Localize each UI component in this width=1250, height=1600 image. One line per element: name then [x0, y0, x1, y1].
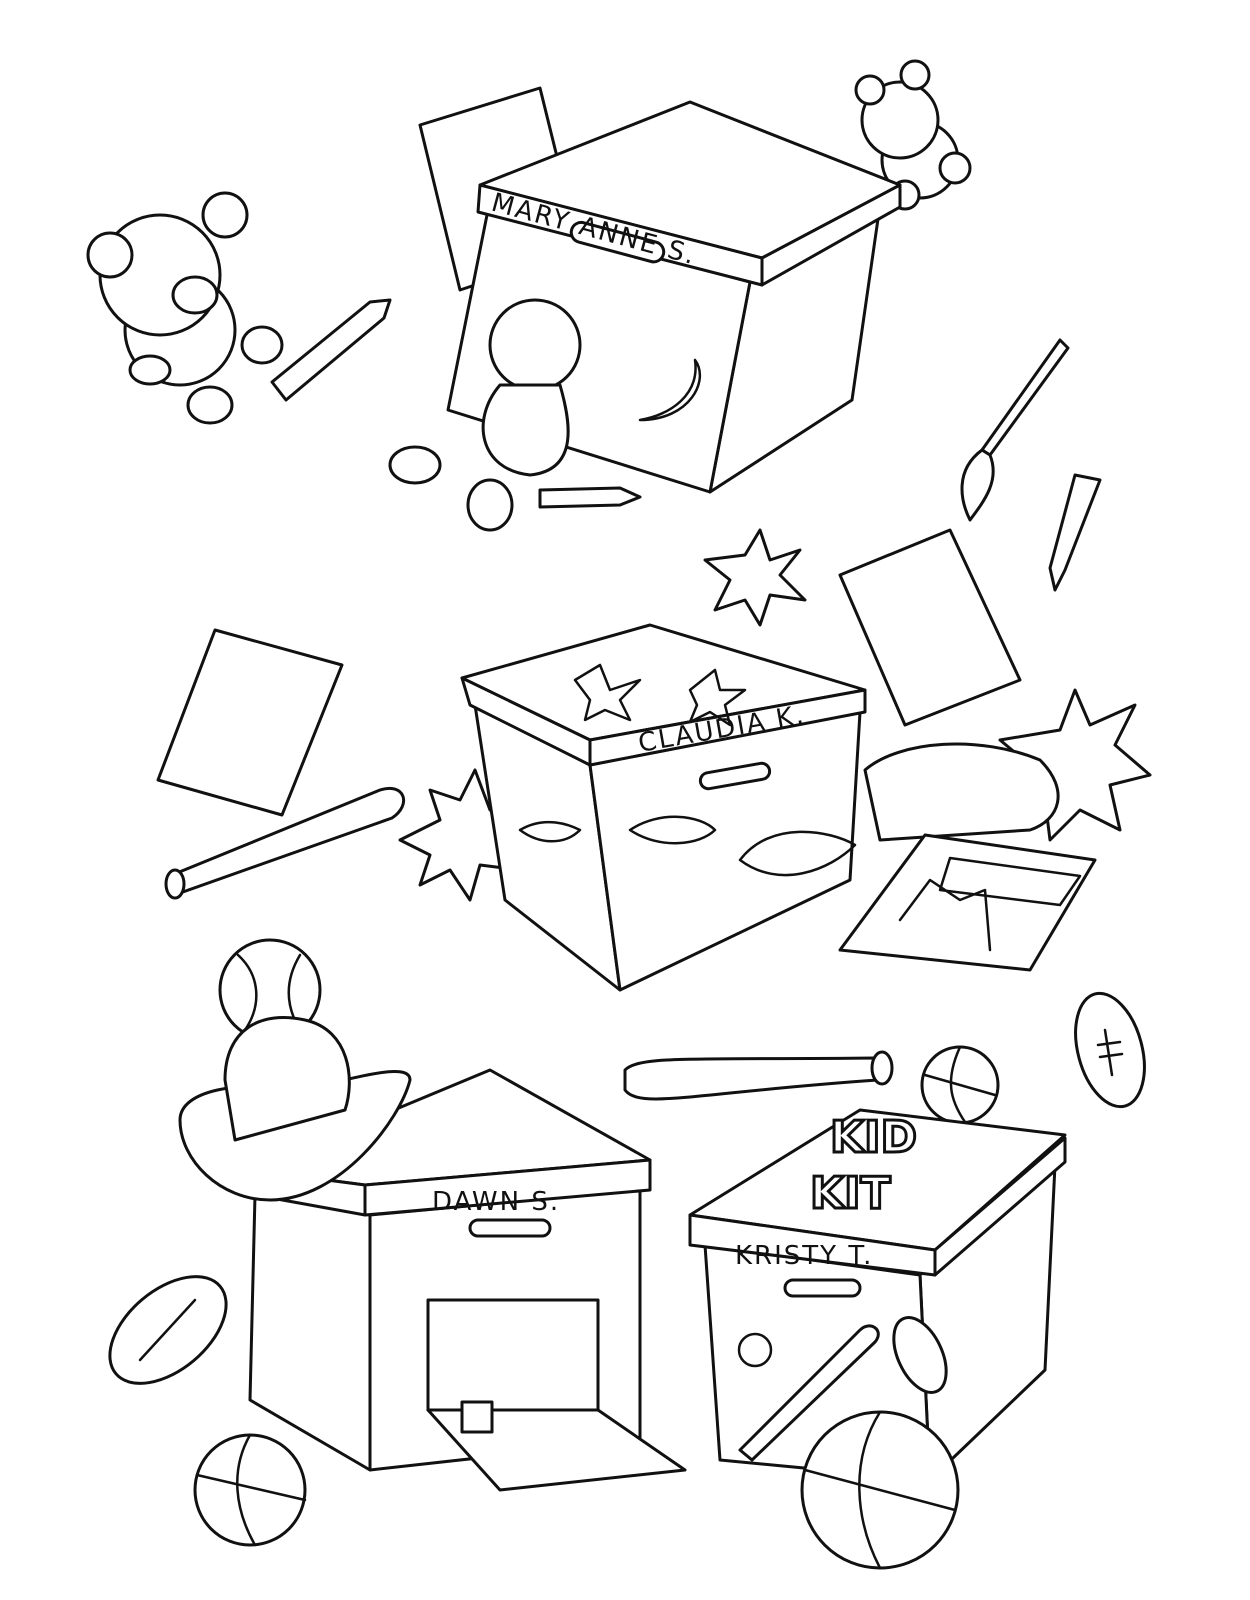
box-label-kristy: KRISTY T.: [735, 1241, 873, 1271]
baseball: [218, 938, 322, 1042]
football-right: [1074, 991, 1146, 1109]
box-mary-anne: MARY ANNE S.: [388, 100, 902, 532]
sneaker: [863, 742, 1060, 842]
pencil-3: [1048, 473, 1102, 592]
box-dawn: DAWN S.: [178, 1016, 687, 1492]
baseball-bat-left: [164, 786, 405, 900]
box-claudia: CLAUDIA K.: [460, 623, 867, 992]
box-kristy: KID KIT KRISTY T.: [688, 1108, 1067, 1570]
lid-title-kit: KIT: [810, 1168, 890, 1219]
starburst-top: [703, 528, 807, 627]
pencil-1: [270, 298, 392, 402]
teddy-bear-left: [86, 191, 284, 425]
basketball-large: [800, 1410, 960, 1570]
basketball-bottom-left: [193, 1433, 307, 1547]
pencil-2: [538, 486, 642, 509]
basketball-small: [920, 1045, 1000, 1125]
lid-title-kid: KID: [830, 1112, 917, 1163]
comic-book: [838, 833, 1097, 972]
paintbrush: [960, 338, 1070, 522]
rag-doll: [388, 298, 582, 532]
notepad-left: [156, 628, 344, 817]
football-left: [108, 1275, 228, 1385]
notepad-right: [838, 528, 1022, 727]
box-label-dawn: DAWN S.: [432, 1187, 560, 1217]
cowboy-hat: [178, 1016, 412, 1202]
board-game: [426, 1298, 687, 1492]
baseball-bat-middle: [623, 1050, 894, 1101]
